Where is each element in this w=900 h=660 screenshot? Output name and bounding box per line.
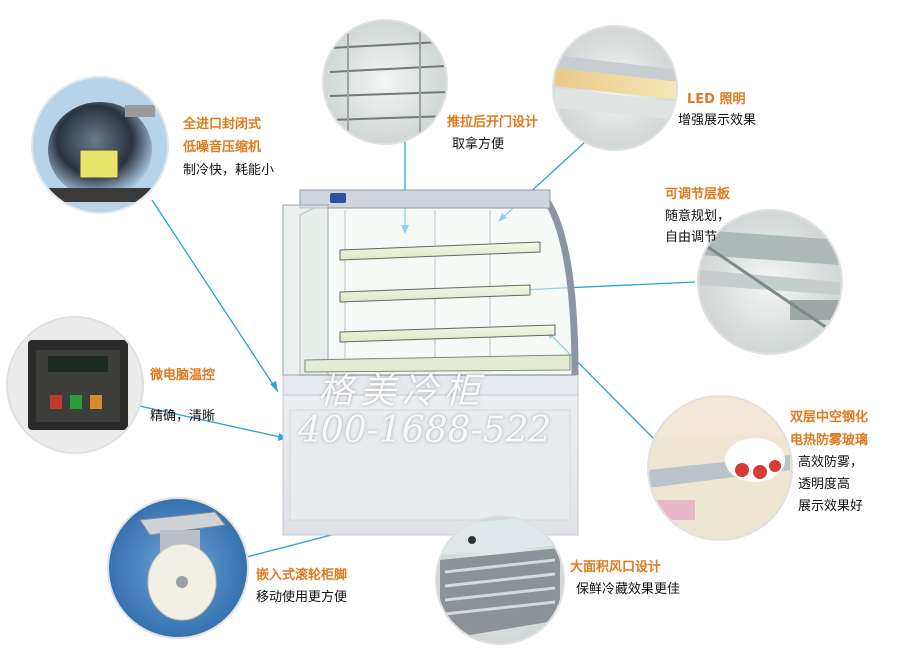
shelf-title: 可调节层板 [665,187,731,202]
glass-desc-2: 透明度高 [798,477,851,492]
cabinet-glass-front [299,197,576,376]
caster-desc: 移动使用更方便 [256,590,348,605]
led-desc: 增强展示效果 [678,113,757,128]
cabinet-shelves [304,241,571,373]
glass-desc-3: 展示效果好 [798,499,864,514]
compressor-title-2: 低噪音压缩机 [183,140,262,155]
led-title: LED 照明 [687,92,746,107]
air-vent-photo [435,515,565,645]
caster-title: 嵌入式滚轮柜脚 [256,568,348,583]
shelf-desc-2: 自由调节 [665,230,718,245]
compressor-title-1: 全进口封闭式 [183,117,262,132]
vent-desc: 保鲜冷藏效果更佳 [576,582,681,597]
leader-controller [134,404,286,439]
adjustable-shelf-photo [697,209,843,355]
heated-glass-photo [647,395,793,541]
led-lighting-photo [552,25,678,151]
phone-watermark: 400-1688-522 [298,410,552,451]
compressor-desc: 制冷快，耗能小 [183,163,275,178]
glass-title-2: 电热防雾玻璃 [790,433,869,448]
display-cabinet [282,189,579,536]
leader-lines [134,140,696,561]
leader-compressor [151,199,279,393]
arrowhead-compressor [270,381,278,392]
controller-title: 微电脑温控 [150,368,216,383]
caster-wheel-photo [107,497,249,639]
cabinet-top-frame [299,189,551,209]
rear-door-title: 推拉后开门设计 [447,115,539,130]
brand-watermark: 格美冷柜 [318,371,487,412]
glass-title-1: 双层中空钢化 [790,410,869,425]
rear-door-photo [322,19,448,145]
vent-title: 大面积风口设计 [570,560,662,575]
compressor-photo [31,76,169,214]
temperature-controller-photo [6,316,144,454]
glass-desc-1: 高效防雾， [798,455,864,470]
controller-desc: 精确，清晰 [150,409,216,424]
shelf-desc-1: 随意规划， [665,209,731,224]
rear-door-desc: 取拿方便 [452,137,505,152]
